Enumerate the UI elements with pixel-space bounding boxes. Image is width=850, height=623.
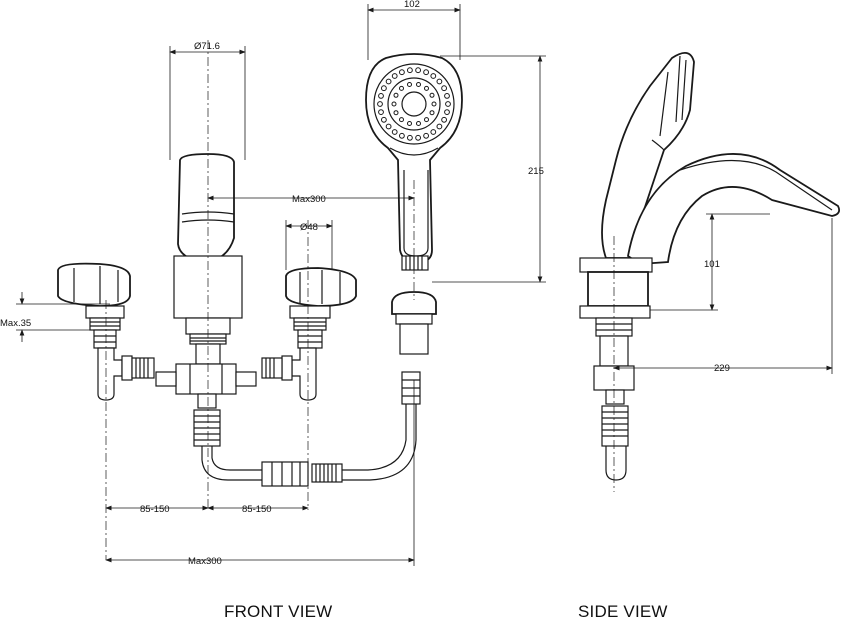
dim-side-height: 101 — [704, 259, 720, 270]
nozzle-hole — [415, 67, 422, 74]
nozzle-hole — [399, 117, 404, 123]
side-spout — [627, 153, 841, 265]
dim-deck-thickness: Max.35 — [0, 318, 31, 329]
dim-valve-diameter: Ø48 — [300, 222, 318, 233]
nozzle-hole — [407, 67, 413, 74]
nozzle-hole — [444, 109, 450, 115]
dim-spout-diameter: Ø71.6 — [194, 41, 220, 52]
nozzle-hole — [385, 123, 392, 130]
right-valve-handle — [261, 267, 357, 401]
nozzle-hole — [407, 82, 412, 87]
shower-hose — [201, 371, 421, 487]
nozzle-hole — [391, 73, 398, 79]
hand-shower — [365, 53, 463, 271]
nozzle-hole — [381, 116, 387, 123]
nozzle-hole — [429, 110, 435, 116]
dim-left-spacing: 85-150 — [140, 504, 170, 515]
nozzle-hole — [423, 69, 430, 76]
nozzle-hole — [391, 129, 398, 135]
front-view-drawing: Ø71.6 Max300 Ø48 102 215 Max.35 85-150 8… — [0, 0, 546, 567]
nozzle-hole — [393, 92, 399, 98]
side-view-label: SIDE VIEW — [578, 602, 668, 621]
nozzle-hole — [431, 101, 437, 107]
front-view-label: FRONT VIEW — [224, 602, 333, 621]
nozzle-hole — [430, 73, 437, 79]
nozzle-hole — [436, 78, 443, 85]
nozzle-hole — [436, 123, 443, 130]
nozzle-hole — [407, 134, 413, 141]
nozzle-hole — [399, 85, 404, 91]
dim-side-reach: 229 — [714, 363, 730, 374]
diverter-cartridge — [391, 291, 437, 355]
dim-spacing-max-top: Max300 — [292, 194, 326, 205]
nozzle-hole — [393, 110, 399, 116]
dim-overall-max: Max300 — [188, 556, 222, 567]
dim-head-width: 102 — [404, 0, 420, 10]
nozzle-hole — [430, 129, 437, 135]
nozzle-hole — [378, 109, 384, 115]
side-body — [579, 257, 653, 481]
nozzle-hole — [424, 117, 429, 123]
nozzle-hole — [378, 93, 384, 99]
nozzle-hole — [444, 93, 450, 99]
left-valve-handle — [57, 262, 155, 401]
nozzle-hole — [399, 69, 405, 76]
nozzle-hole — [441, 85, 448, 92]
side-view-drawing: 101 229 — [579, 52, 841, 492]
nozzle-hole — [377, 101, 383, 107]
nozzle-hole — [399, 132, 405, 139]
dim-handset-length: 215 — [528, 166, 544, 177]
nozzle-hole — [445, 101, 451, 107]
nozzle-hole — [416, 82, 421, 87]
nozzle-hole — [407, 121, 412, 126]
nozzle-hole — [429, 92, 435, 98]
dim-right-spacing: 85-150 — [242, 504, 272, 515]
nozzle-hole — [385, 78, 392, 85]
nozzle-hole — [441, 116, 448, 123]
nozzle-hole — [391, 101, 397, 107]
nozzle-hole — [424, 85, 429, 91]
nozzle-hole — [423, 132, 430, 139]
nozzle-hole — [416, 121, 421, 126]
nozzle-hole — [415, 134, 422, 141]
spray-nozzles — [377, 67, 451, 141]
nozzle-hole — [381, 85, 387, 92]
